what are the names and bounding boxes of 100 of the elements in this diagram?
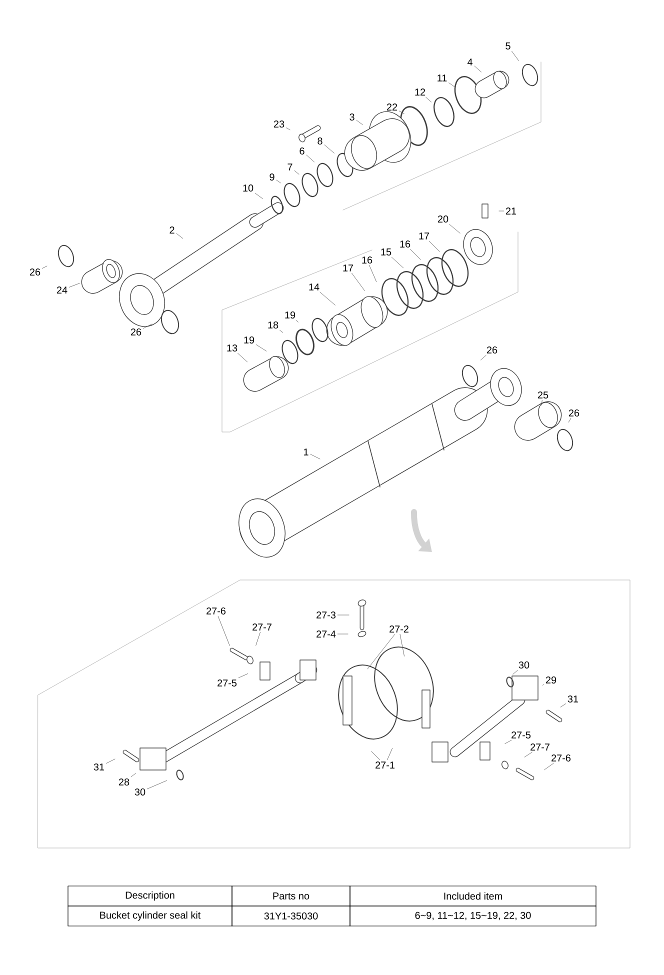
leader-line [387,748,393,760]
leader-line [352,272,365,291]
leader-line [568,418,572,422]
leader-line [310,454,320,460]
callout-number: 27-5 [512,731,531,739]
callout-number: 5 [506,42,510,50]
callout-number: 31 [568,695,578,703]
callout-number: 30 [518,661,530,669]
leader-line [541,400,542,406]
callout-number: 28 [118,778,130,786]
leader-line [544,763,554,770]
callout-number: 27-6 [206,607,226,615]
leader-line [106,758,116,764]
callout-number: 16 [362,256,372,264]
callout-number: 14 [309,284,320,290]
table-header-cell: Included item [350,886,596,906]
callout-number: 27-2 [390,626,408,632]
leader-line [147,780,167,790]
leader-line [218,616,230,646]
callout-number: 17 [419,232,430,240]
callout-number: 27-1 [376,762,394,768]
callout-number: 3 [350,113,354,121]
callout-number: 22 [386,104,398,110]
leader-line [391,256,404,268]
callout-number: 27-7 [252,624,272,630]
leader-line [356,120,363,125]
leader-line [474,66,482,72]
callout-number: 26 [486,346,498,354]
leader-line [286,128,290,130]
callout-number: 2 [170,226,174,234]
leader-line [276,180,281,184]
leader-line [254,193,263,199]
leader-line [367,634,396,670]
leader-line [524,752,532,758]
callout-number: 15 [381,248,392,256]
callout-number: 26 [30,268,40,276]
leader-line [176,233,184,239]
callout-number: 16 [400,240,410,248]
callout-number: 27-6 [552,754,571,762]
leader-line [371,751,380,760]
callout-number: 26 [568,409,580,417]
callout-number: 27-3 [316,611,336,619]
leader-line [448,82,455,88]
leader-line [143,324,152,329]
leader-line [238,353,248,362]
leader-line [238,673,248,678]
leader-line [504,740,512,744]
callout-number: 21 [506,208,516,214]
callout-number: 13 [227,344,238,352]
callout-number: 19 [285,311,296,319]
callout-number: 29 [546,676,556,684]
leader-line [480,355,486,360]
leader-line [512,50,519,61]
callout-number: 7 [288,164,292,170]
leader-line [306,154,314,162]
table-header-cell: Description [68,886,232,906]
leader-line [410,249,421,260]
callout-number: 27-5 [218,679,237,687]
callout-number: 9 [270,173,274,181]
leader-line [426,97,432,102]
table-cell: 6~9, 11~12, 15~19, 22, 30 [350,906,596,926]
leader-line [69,283,80,288]
callout-number: 1 [304,448,308,456]
leader-line [337,614,350,616]
leader-line [42,266,48,269]
callout-number: 25 [538,391,548,399]
callout-number: 30 [134,788,146,796]
callout-number: 11 [438,74,447,82]
leader-line [449,224,460,234]
callout-number: 20 [438,215,448,223]
callout-number: 12 [415,88,426,96]
leader-line [369,265,377,282]
callout-number: 19 [244,336,254,344]
callout-number: 17 [343,264,354,272]
leader-line [320,292,336,306]
leader-line [256,344,267,352]
callout-number: 6 [300,147,304,155]
table-cell: Bucket cylinder seal kit [68,906,232,926]
callout-number: 27-4 [316,630,336,638]
callout-number: 27-7 [530,744,550,750]
callout-number: 18 [268,321,278,329]
leader-line [296,320,298,322]
callout-number: 31 [94,763,104,771]
leader-line [256,632,260,646]
leader-line [324,144,334,154]
leader-line [560,704,566,708]
leader-line [400,634,404,656]
leader-line [280,330,284,333]
leader-line [512,670,518,674]
callout-number: 10 [243,184,254,192]
leader-line [428,240,440,252]
callout-number: 23 [274,120,284,128]
leader-line [498,210,504,212]
leader-line [399,110,404,114]
callout-number: 8 [318,137,322,145]
leader-line [130,773,136,777]
callout-number: 4 [467,58,472,66]
leader-line [294,170,300,175]
callout-number: 26 [130,328,142,336]
table-cell: 31Y1-35030 [232,906,350,926]
